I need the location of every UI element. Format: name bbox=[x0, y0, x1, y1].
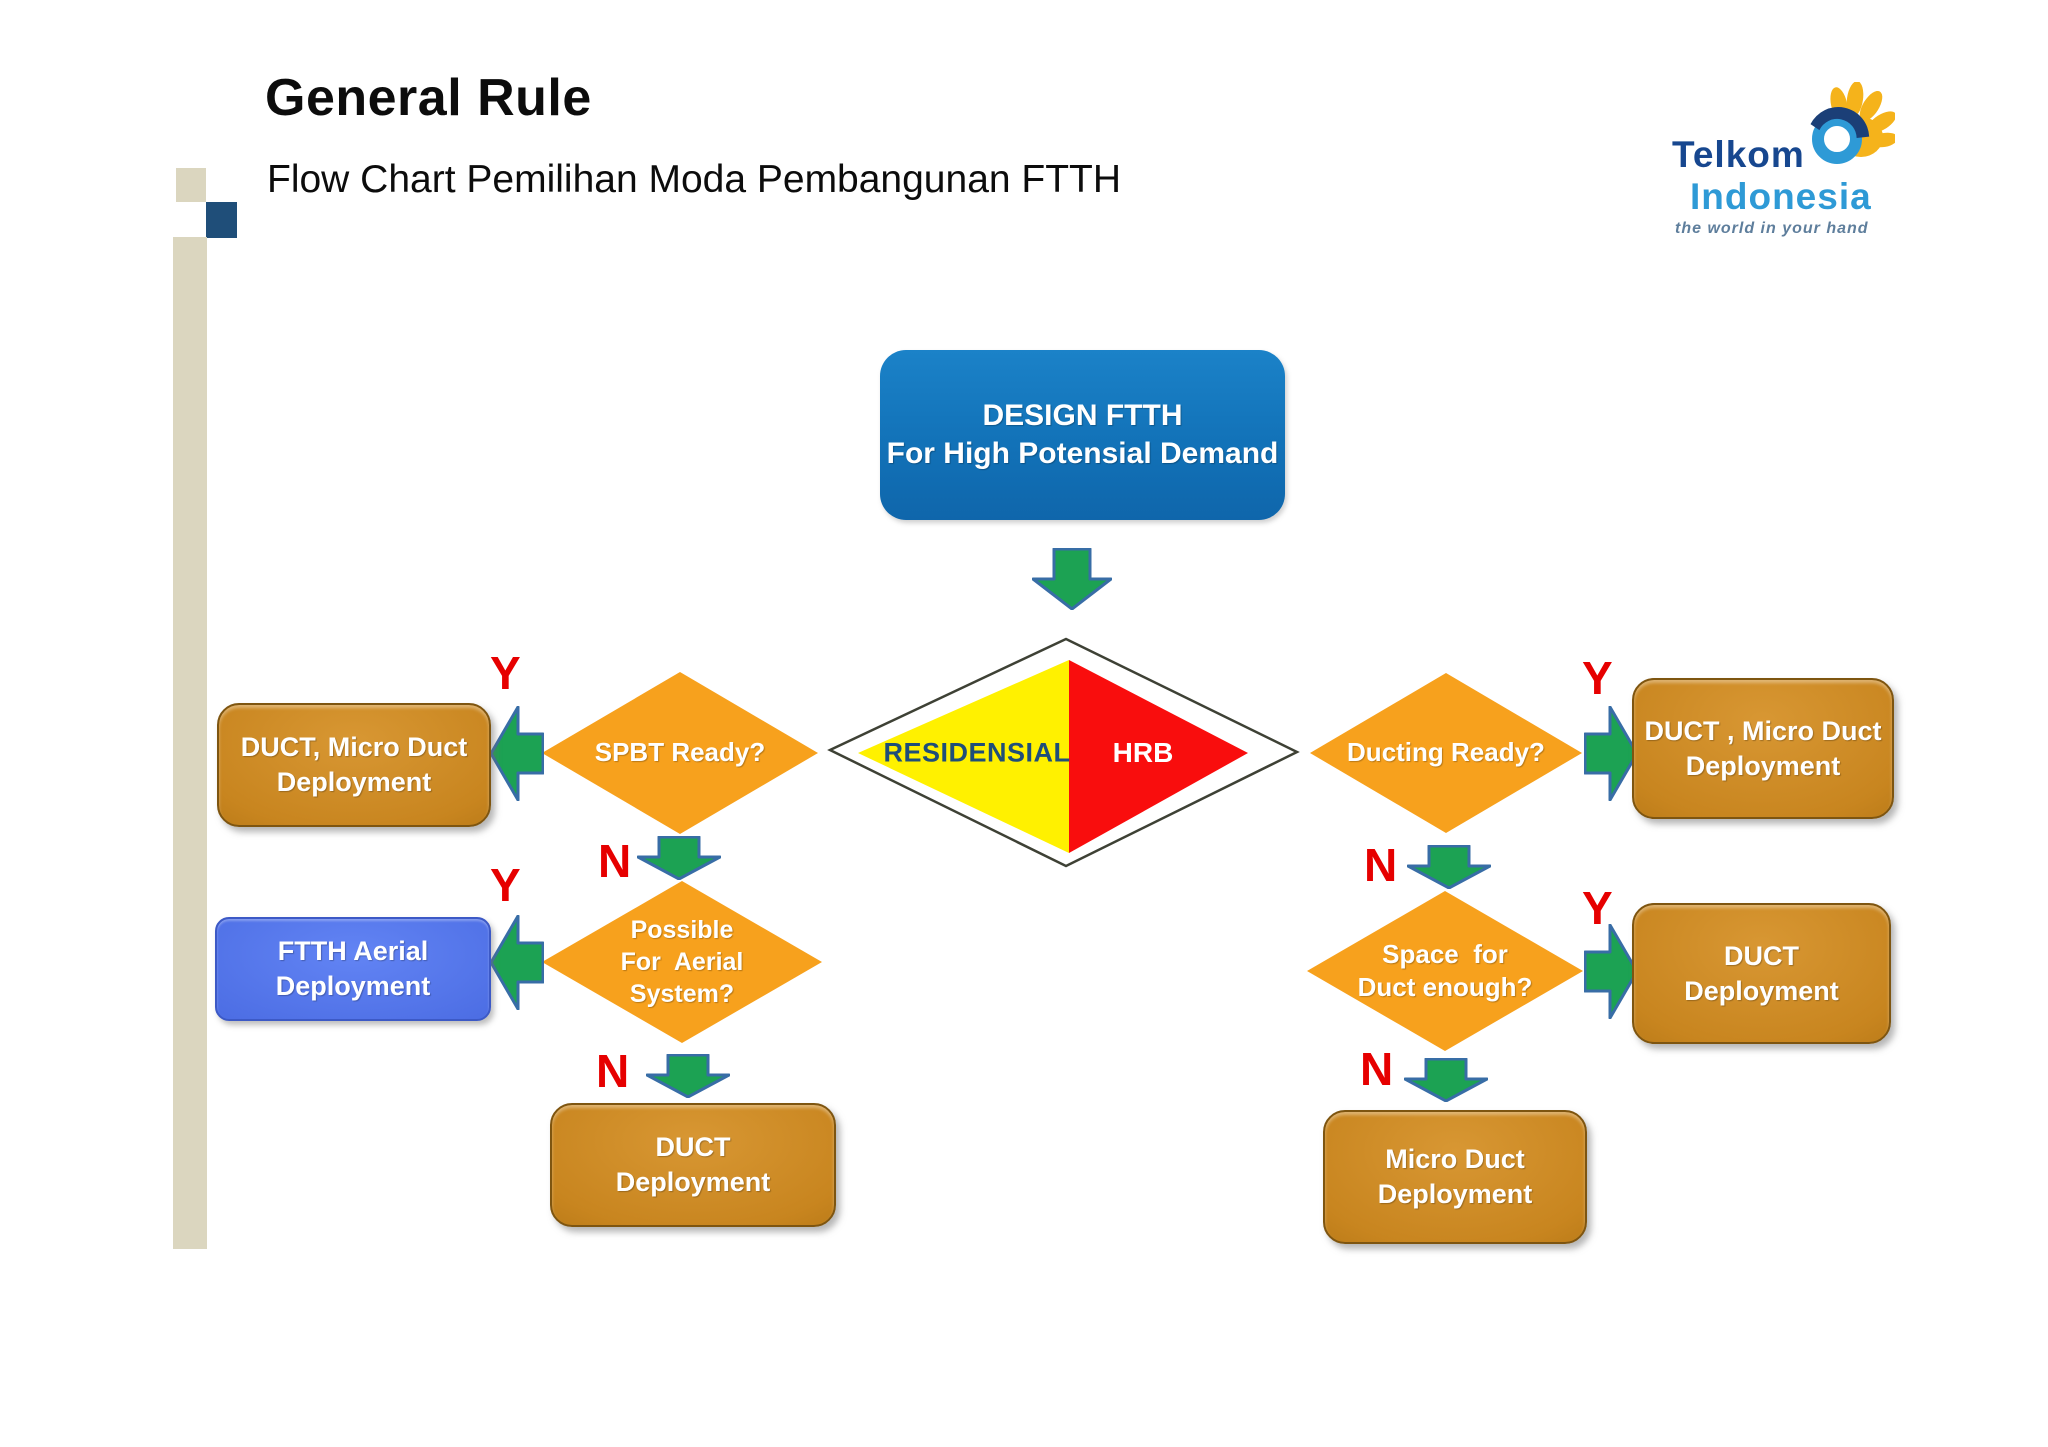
start-line1: DESIGN FTTH bbox=[982, 398, 1183, 432]
label-yes-spbt: Y bbox=[490, 647, 521, 699]
flow-start-design-ftth: DESIGN FTTH For High Potensial Demand bbox=[880, 350, 1285, 520]
result-line: Deployment bbox=[1684, 975, 1839, 1006]
decor-beige-bar bbox=[173, 237, 207, 1249]
result-ftth-aerial: FTTH Aerial Deployment bbox=[215, 917, 491, 1021]
label-yes-ducting: Y bbox=[1582, 652, 1613, 704]
label-no-spbt: N bbox=[598, 835, 632, 887]
decision-aerial-line: Possible bbox=[630, 916, 734, 944]
start-line2: For High Potensial Demand bbox=[886, 437, 1279, 470]
decision-aerial-line: For Aerial bbox=[620, 948, 744, 976]
result-duct-micro-duct-right: DUCT , Micro Duct Deployment bbox=[1632, 678, 1894, 819]
result-line: Deployment bbox=[1377, 1179, 1533, 1209]
result-duct-right: DUCT Deployment bbox=[1632, 903, 1891, 1044]
residensial-yellow-half bbox=[858, 660, 1069, 853]
arrow-right-icon bbox=[1584, 706, 1638, 801]
decision-space-line: Space for bbox=[1382, 938, 1508, 969]
telkom-indonesia-logo: Telkom Indonesia the world in your hand bbox=[1655, 82, 1905, 257]
result-line: Deployment bbox=[276, 767, 432, 797]
page-title: General Rule bbox=[265, 69, 592, 127]
result-line: Micro Duct bbox=[1385, 1144, 1525, 1175]
decision-possible-aerial: Possible For Aerial System? bbox=[542, 881, 822, 1043]
logo-text-indonesia: Indonesia bbox=[1690, 176, 1872, 217]
arrow-down-icon bbox=[1032, 548, 1112, 610]
result-duct-micro-duct-left: DUCT, Micro Duct Deployment bbox=[217, 703, 491, 827]
result-line: DUCT, Micro Duct bbox=[240, 732, 468, 763]
logo-tagline: the world in your hand bbox=[1675, 220, 1869, 237]
result-micro-duct: Micro Duct Deployment bbox=[1323, 1110, 1587, 1244]
decision-aerial-line: System? bbox=[629, 980, 735, 1008]
result-line: DUCT , Micro Duct bbox=[1644, 715, 1882, 746]
arrow-down-icon bbox=[1404, 1058, 1488, 1102]
decor-beige-square bbox=[176, 168, 206, 202]
arrow-down-icon bbox=[1407, 845, 1491, 889]
arrow-down-icon bbox=[637, 836, 721, 880]
arrow-left-icon bbox=[490, 915, 544, 1010]
arrow-down-icon bbox=[646, 1054, 730, 1098]
result-line: Deployment bbox=[275, 971, 431, 1001]
hrb-red-half bbox=[1069, 660, 1248, 853]
decision-spbt-label: SPBT Ready? bbox=[594, 737, 766, 768]
logo-text-telkom: Telkom bbox=[1672, 134, 1805, 175]
page-subtitle: Flow Chart Pemilihan Moda Pembangunan FT… bbox=[267, 158, 1122, 201]
arrow-left-icon bbox=[490, 706, 544, 801]
result-duct-left: DUCT Deployment bbox=[550, 1103, 836, 1227]
decision-ducting-label: Ducting Ready? bbox=[1347, 737, 1545, 768]
result-line: DUCT bbox=[1724, 940, 1799, 971]
decor-navy-square bbox=[206, 202, 237, 238]
decision-space-for-duct: Space for Duct enough? bbox=[1307, 891, 1583, 1051]
decision-ducting-ready: Ducting Ready? bbox=[1310, 673, 1582, 833]
arrow-right-icon bbox=[1584, 924, 1638, 1019]
label-yes-space: Y bbox=[1582, 882, 1613, 934]
label-no-space: N bbox=[1360, 1043, 1394, 1095]
label-no-ducting: N bbox=[1364, 839, 1398, 891]
decision-space-line: Duct enough? bbox=[1357, 972, 1533, 1002]
category-label-residensial: RESIDENSIAL bbox=[883, 737, 1071, 768]
label-no-aerial: N bbox=[596, 1045, 630, 1097]
flow-category-diamond bbox=[827, 637, 1300, 868]
category-label-hrb: HRB bbox=[1112, 737, 1174, 768]
result-line: DUCT bbox=[655, 1132, 731, 1163]
result-line: Deployment bbox=[1685, 750, 1841, 781]
result-line: FTTH Aerial bbox=[277, 936, 429, 967]
telkom-hand-sun-icon bbox=[1810, 82, 1895, 164]
label-yes-aerial: Y bbox=[490, 859, 521, 911]
decision-spbt-ready: SPBT Ready? bbox=[542, 672, 818, 834]
result-line: Deployment bbox=[615, 1167, 771, 1197]
